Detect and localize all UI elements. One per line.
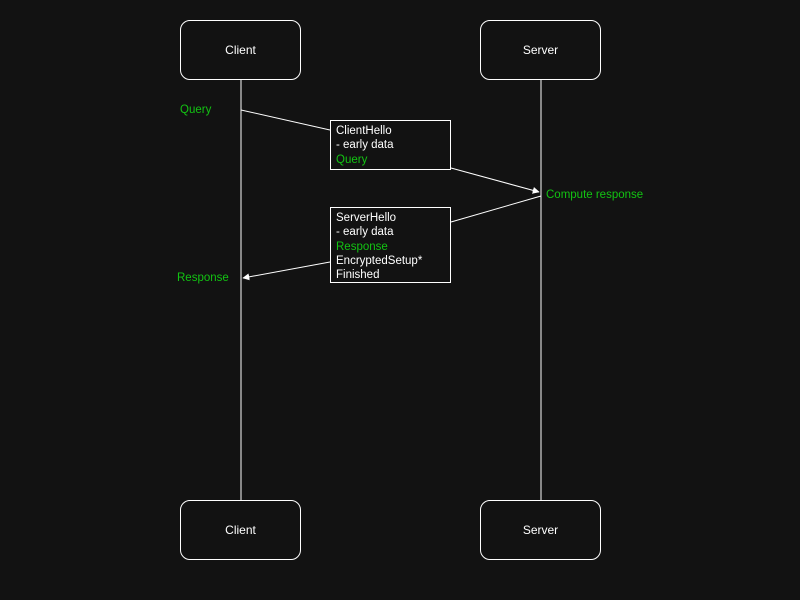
message-arrow-serverhello-box-to-client (242, 261, 331, 281)
actor-box-client-top[interactable]: Client (180, 20, 301, 80)
message-line-text: - early data (336, 226, 394, 239)
edge-label-response: Response (177, 272, 229, 284)
message-arrow-clienthello-box-to-server (450, 167, 540, 194)
message-box-server-hello[interactable]: ServerHello - early data Response Encryp… (330, 207, 451, 283)
message-line-text: Query (336, 153, 368, 166)
actor-label-client-top: Client (225, 43, 256, 57)
actor-label-server-top: Server (522, 43, 559, 57)
message-line-server-to-serverhello-box (450, 195, 542, 223)
actor-label-server-bottom: Server (522, 523, 559, 537)
message-line-text: Response (336, 240, 388, 253)
actor-label-client-bottom: Client (225, 523, 256, 537)
message-line-text: - early data (336, 139, 394, 152)
actor-box-server-bottom[interactable]: Server (480, 500, 601, 560)
message-line-text: ServerHello (336, 212, 397, 224)
message-box-client-hello[interactable]: ClientHello - early data Query (330, 120, 451, 170)
message-line-text: ClientHello (336, 125, 392, 137)
message-line-text: EncryptedSetup* (336, 254, 423, 267)
edge-label-compute-response: Compute response (546, 189, 644, 201)
actor-box-server-top[interactable]: Server (480, 20, 601, 80)
message-line-client-to-clienthello-box (240, 109, 331, 131)
edge-label-query: Query (180, 104, 212, 116)
message-line-text: Finished (336, 269, 380, 282)
actor-box-client-bottom[interactable]: Client (180, 500, 301, 560)
